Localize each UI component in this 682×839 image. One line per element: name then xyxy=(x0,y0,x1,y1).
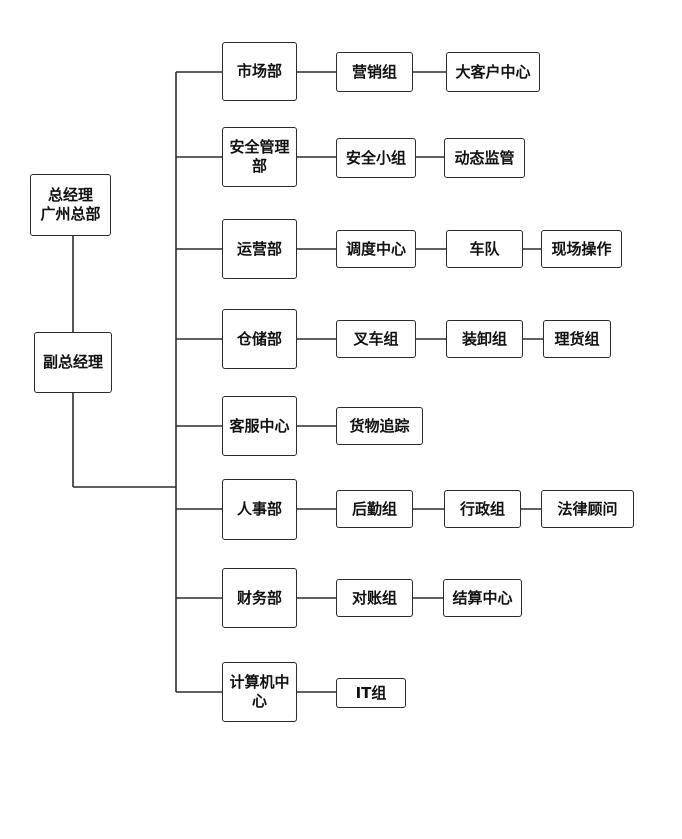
node-marketing-group: 营销组 xyxy=(336,52,413,92)
node-fleet: 车队 xyxy=(446,230,523,268)
node-admin-group: 行政组 xyxy=(444,490,521,528)
node-general-manager: 总经理 广州总部 xyxy=(30,174,111,236)
node-warehouse-dept: 仓储部 xyxy=(222,309,297,369)
node-legal-advisor: 法律顾问 xyxy=(541,490,634,528)
node-safety-mgmt-dept: 安全管理部 xyxy=(222,127,297,187)
node-customer-service: 客服中心 xyxy=(222,396,297,456)
node-logistics-group: 后勤组 xyxy=(336,490,413,528)
node-forklift-group: 叉车组 xyxy=(336,320,416,358)
node-key-account-center: 大客户中心 xyxy=(446,52,540,92)
node-operations-dept: 运营部 xyxy=(222,219,297,279)
node-dispatch-center: 调度中心 xyxy=(336,230,416,268)
node-reconciliation-group: 对账组 xyxy=(336,579,413,617)
node-hr-dept: 人事部 xyxy=(222,479,297,540)
node-safety-group: 安全小组 xyxy=(336,138,416,178)
node-dynamic-monitoring: 动态监管 xyxy=(444,138,525,178)
node-finance-dept: 财务部 xyxy=(222,568,297,628)
node-cargo-tracking: 货物追踪 xyxy=(336,407,423,445)
node-deputy-general-manager: 副总经理 xyxy=(34,332,112,393)
node-loading-group: 装卸组 xyxy=(446,320,523,358)
node-settlement-center: 结算中心 xyxy=(443,579,522,617)
node-onsite-operations: 现场操作 xyxy=(541,230,622,268)
node-computing-center: 计算机中心 xyxy=(222,662,297,722)
node-market-dept: 市场部 xyxy=(222,42,297,101)
node-tally-group: 理货组 xyxy=(543,320,611,358)
node-it-group: IT组 xyxy=(336,678,406,708)
